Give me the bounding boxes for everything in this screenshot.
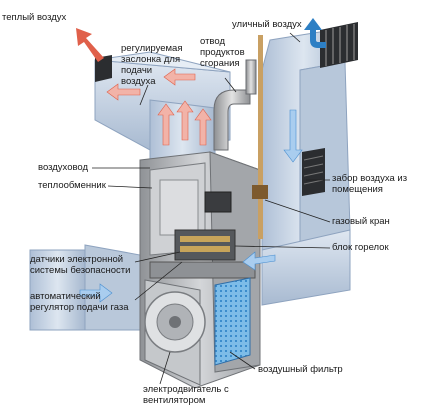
air-filter [214,277,251,366]
cool-air-arrows [79,109,303,303]
label-damper-line3: подачи [121,65,153,76]
warm-air-main-arrow [76,28,104,62]
street-air-arrow [304,18,326,48]
label-damper-line1: регулируемая [121,43,183,54]
label-exhaust-line1: отвод [200,36,225,47]
label-sensors-line1: датчики электронной [30,254,124,265]
gas-pipe [252,35,268,239]
label-air-filter: воздушный фильтр [258,364,343,375]
label-exhaust-line3: сгорания [200,58,240,69]
leader-lines [92,32,331,385]
label-street-air: уличный воздух [232,19,302,30]
label-heat-exchanger: теплообменник [38,180,106,191]
label-gas-valve: газовый кран [332,216,390,227]
label-sensors-line2: системы безопасности [30,265,131,276]
blower-motor [144,279,206,386]
label-motor-line2: вентилятором [143,395,206,406]
label-intake-line1: забор воздуха из [332,173,408,184]
exhaust-pipe [213,59,257,151]
label-duct: воздуховод [38,162,89,173]
label-warm-air: теплый воздух [2,12,67,23]
label-regulator-line1: автоматический [30,291,101,302]
label-damper-line4: воздуха [121,76,156,87]
label-regulator-line2: регулятор подачи газа [30,302,129,313]
room-intake-grille [302,148,325,196]
street-air-grille [320,22,358,68]
warm-air-arrows [106,68,212,146]
label-burner-block: блок горелок [332,242,389,253]
warm-air-grille [95,55,112,82]
label-exhaust-line2: продуктов [200,47,245,58]
label-motor-line1: электродвигатель с [143,384,229,395]
label-intake-line2: помещения [332,184,383,195]
label-damper-line2: заслонка для [121,54,181,65]
